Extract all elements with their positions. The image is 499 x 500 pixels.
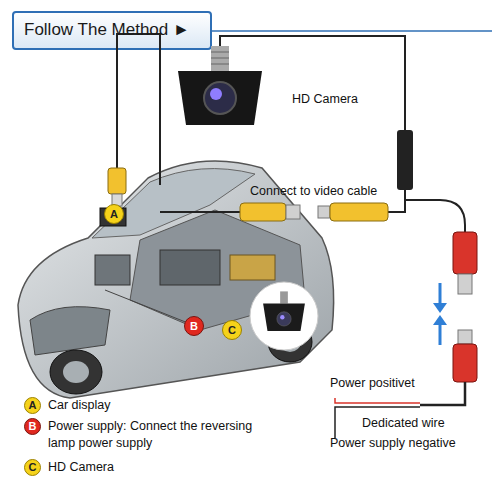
part-label: Power supply negative [330,436,456,450]
callout-letter: A [110,209,118,220]
camera-cable [220,36,405,130]
camera-body [178,71,262,125]
camera-thread [280,291,288,303]
lens-glint [210,88,222,100]
rca-female [240,203,286,221]
arrow-down [439,283,442,305]
engine-part [230,255,275,280]
wheel-hub [63,361,89,383]
dc-pin [458,274,472,294]
thread-line [211,58,229,59]
callout-circle: C [222,320,242,340]
camera-thread [211,46,229,72]
camera-lens [204,82,236,114]
camera-inset [250,282,318,350]
arrow-head [433,303,447,313]
callout-letter: C [29,462,37,473]
legend-marker: BPower supply: Connect the reversing lam… [24,418,41,435]
dc-connector [453,232,477,274]
legend-marker: CHD Camera [24,459,41,476]
legend-description: Car display [48,397,248,414]
arrow-head [433,315,447,325]
thread-line [211,64,229,65]
video-wire [160,211,240,213]
lens-glint [280,315,284,319]
power-wire [405,200,465,232]
callout-letter: C [228,325,236,336]
dc-connector [453,344,477,382]
camera-large [178,46,262,125]
callout-letter: B [190,321,198,332]
arrow-up [439,323,442,345]
part-label: Dedicated wire [362,416,445,430]
thread-line [211,52,229,53]
part-label: Power positivet [330,376,415,390]
engine-bay [130,210,305,330]
title-rule [210,30,492,32]
video-wire [388,190,405,212]
callout-circle: B [184,316,204,336]
camera-body [263,304,305,332]
rca-pin [318,206,330,218]
title-tab [13,12,211,49]
camera-lens [277,312,291,326]
wheel [50,350,102,394]
camera-small [263,291,305,331]
legend-description: HD Camera [48,459,248,476]
cable-junction [397,130,413,190]
title-text: Follow The Method ► [24,20,190,40]
dc-socket [458,330,472,344]
rca-male [330,203,388,221]
car-front [30,307,110,355]
rca-socket [286,205,300,219]
rca-plug [108,168,126,194]
power-wire [105,290,193,325]
display-wire [117,34,160,185]
positive-wire [335,398,420,403]
callout-circle: A [104,204,124,224]
dashboard [95,255,130,285]
legend-description: Power supply: Connect the reversing lamp… [48,418,273,452]
engine-block [160,250,220,285]
callout-letter: B [29,421,37,432]
dedicated-wire [420,382,465,405]
part-label: HD Camera [292,92,358,106]
callout-letter: A [29,400,37,411]
part-label: Connect to video cable [250,184,377,198]
legend-marker: ACar display [24,397,41,414]
